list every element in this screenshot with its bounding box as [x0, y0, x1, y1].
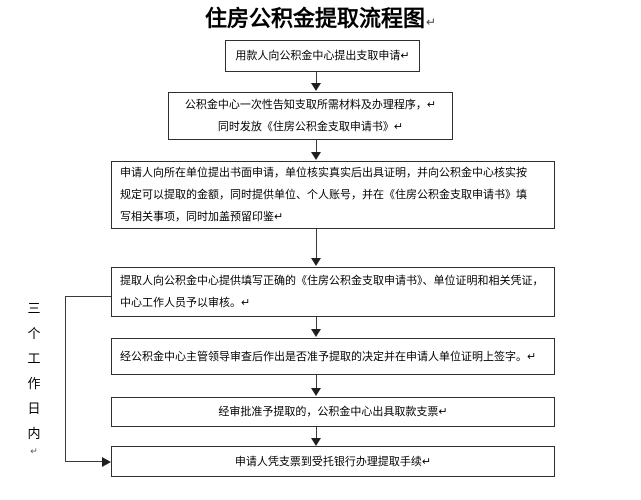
flow-step-7: 申请人凭支票到受托银行办理提取手续↵ — [111, 446, 555, 477]
flow-step-3: 申请人向所在单位提出书面申请，单位核实真实后出具证明，并向公积金中心核实按 规定… — [111, 161, 555, 229]
page-title-text: 住房公积金提取流程图 — [204, 6, 425, 31]
side-label-char: 个 — [27, 326, 41, 341]
side-label-char: 工 — [27, 351, 41, 366]
bracket-arrow-head-icon — [102, 457, 111, 467]
flow-arrow-1 — [310, 72, 322, 91]
flow-arrow-4 — [310, 317, 322, 337]
side-label-three-working-days: 三 个 工 作 日 内 ↵ — [22, 296, 46, 456]
side-label-char: 作 — [27, 376, 41, 391]
arrow-head-icon — [311, 329, 321, 337]
arrow-shaft — [315, 375, 317, 389]
arrow-shaft — [315, 72, 317, 84]
flow-step-6: 经审批准予提取的，公积金中心出具取款支票↵ — [111, 397, 555, 427]
flow-step-text: 规定可以提取的金额，同时提供单位、个人账号，并在《住房公积金支取申请书》填 — [120, 189, 527, 201]
bracket-connector-vertical — [65, 296, 66, 462]
flow-step-2: 公积金中心一次性告知支取所需材料及办理程序，↵ 同时发放《住房公积金支取申请书》… — [168, 92, 453, 140]
side-label-char: 三 — [27, 301, 41, 316]
flow-arrow-2 — [310, 140, 322, 160]
flow-step-text: 公积金中心一次性告知支取所需材料及办理程序，↵ — [184, 99, 437, 111]
bracket-connector-top — [65, 296, 111, 297]
side-label-char: 内 — [27, 426, 41, 441]
arrow-shaft — [315, 140, 317, 153]
flow-step-text: 中心工作人员予以审核。↵ — [120, 297, 251, 309]
flow-arrow-6 — [310, 427, 322, 446]
paragraph-mark-icon: ↵ — [425, 15, 437, 29]
side-label-char: 日 — [27, 401, 41, 416]
flow-step-5: 经公积金中心主管领导审查后作出是否准予提取的决定并在申请人单位证明上签字。↵ — [111, 338, 555, 375]
flow-arrow-5 — [310, 375, 322, 396]
flow-step-text: 申请人凭支票到受托银行办理提取手续↵ — [234, 455, 432, 468]
flow-step-4: 提取人向公积金中心提供填写正确的《住房公积金支取申请书》、单位证明和相关凭证， … — [111, 267, 555, 317]
arrow-shaft — [315, 427, 317, 439]
flow-step-text: 申请人向所在单位提出书面申请，单位核实真实后出具证明，并向公积金中心核实按 — [120, 167, 527, 179]
arrow-head-icon — [311, 152, 321, 160]
arrow-shaft — [315, 229, 317, 259]
bracket-connector-bottom — [65, 461, 103, 462]
paragraph-mark-icon: ↵ — [30, 446, 38, 456]
arrow-shaft — [315, 317, 317, 330]
flow-step-text: 用款人向公积金中心提出支取申请↵ — [235, 50, 410, 62]
arrow-head-icon — [311, 438, 321, 446]
page-title: 住房公积金提取流程图↵ — [0, 5, 641, 36]
flow-step-text: 经审批准予提取的，公积金中心出具取款支票↵ — [218, 406, 448, 418]
arrow-head-icon — [311, 83, 321, 91]
flow-arrow-3 — [310, 229, 322, 266]
flow-step-1: 用款人向公积金中心提出支取申请↵ — [225, 40, 420, 72]
flow-step-text: 写相关事项，同时加盖预留印鉴↵ — [120, 211, 284, 223]
flow-step-text: 经公积金中心主管领导审查后作出是否准予提取的决定并在申请人单位证明上签字。↵ — [120, 350, 537, 363]
arrow-head-icon — [311, 388, 321, 396]
flow-step-text: 提取人向公积金中心提供填写正确的《住房公积金支取申请书》、单位证明和相关凭证， — [120, 275, 544, 287]
arrow-head-icon — [311, 258, 321, 266]
flow-step-text: 同时发放《住房公积金支取申请书》↵ — [217, 121, 404, 133]
